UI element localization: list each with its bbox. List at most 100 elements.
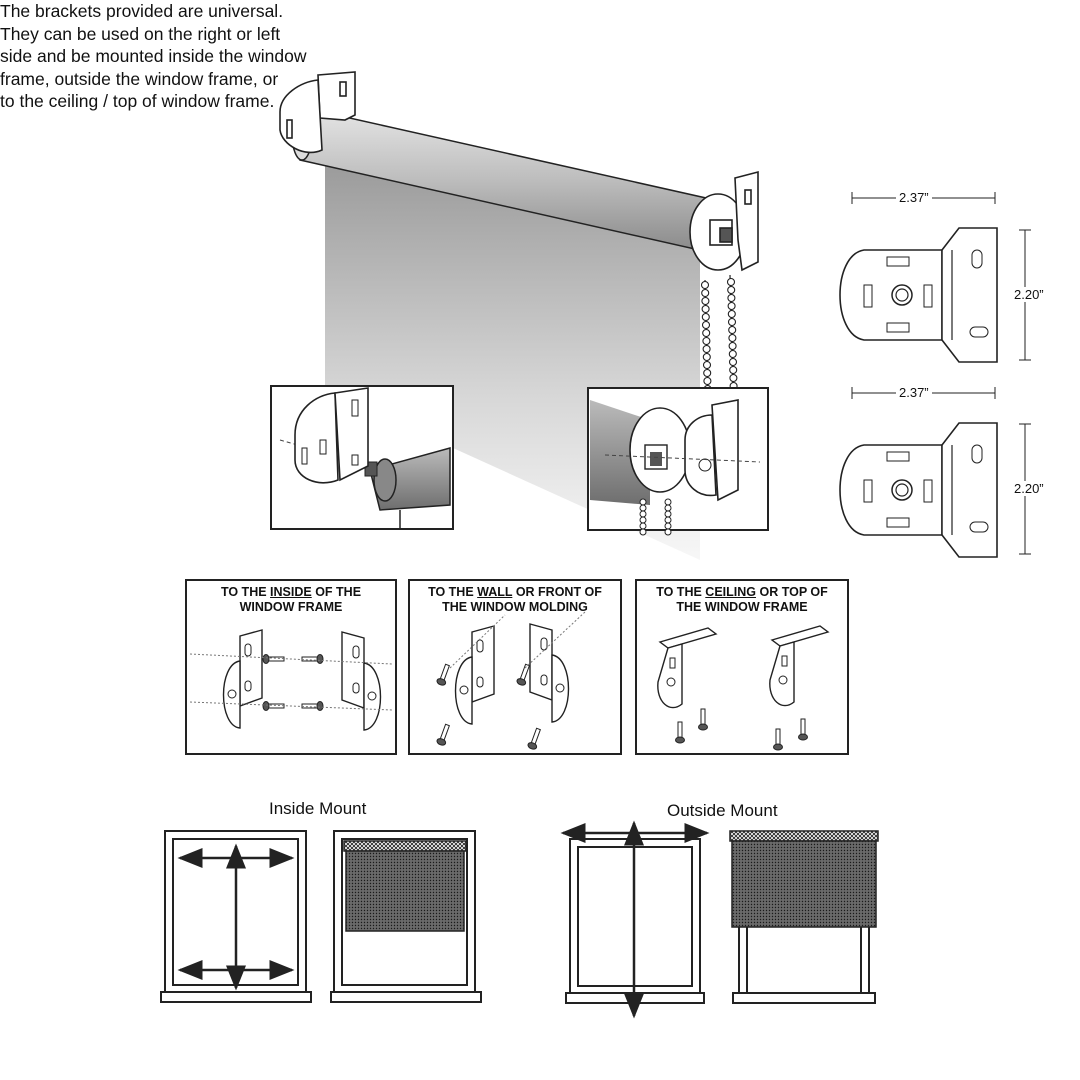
screw-icon <box>675 721 685 744</box>
bracket-face <box>839 249 943 341</box>
screw-icon <box>773 728 783 751</box>
intro-line: to the ceiling / top of window frame. <box>0 91 275 111</box>
chain-bead <box>702 328 711 338</box>
chain-bead <box>701 304 710 314</box>
screw-icon <box>798 718 808 741</box>
chain-bead <box>726 277 736 287</box>
bracket-hole <box>895 483 909 497</box>
outside-mount-label: Outside Mount <box>667 801 778 820</box>
detail-chain-beads <box>639 498 672 536</box>
shade-fabric-icon <box>345 850 465 932</box>
bracket-slot <box>971 444 983 464</box>
screw-icon <box>698 708 708 731</box>
chain-bead <box>727 317 737 327</box>
panel-title-post: OR TOP OF <box>756 585 828 599</box>
chain-bead <box>702 360 712 370</box>
top-height-label: 2.20” <box>1011 287 1047 302</box>
screw-icon <box>436 663 450 686</box>
bracket-slot <box>886 256 910 267</box>
screw-head <box>316 701 324 711</box>
bracket-slot <box>923 479 933 503</box>
chain-bead <box>703 368 712 378</box>
panel-bracket-hole <box>227 689 237 699</box>
window-sill <box>330 991 482 1003</box>
bracket-slot <box>969 521 989 533</box>
panel-bracket-slot <box>540 674 548 686</box>
guide-line <box>449 614 506 669</box>
chain-bead <box>702 344 711 354</box>
bracket-slot <box>886 322 910 333</box>
intro-line: frame, outside the window frame, or <box>0 68 279 89</box>
bracket-slot <box>969 326 989 338</box>
panel-bracket-hole <box>367 691 377 701</box>
panel-title-post: OR FRONT OF <box>512 585 602 599</box>
panel-title-pre: TO THE <box>428 585 478 599</box>
intro-line: The brackets provided are universal. <box>0 1 284 21</box>
bracket-slot <box>886 451 910 462</box>
ceiling-bracket-top <box>658 627 718 649</box>
ceiling-bracket-hole <box>666 677 676 687</box>
screw-head <box>675 736 685 744</box>
shade-fabric-icon <box>731 840 877 928</box>
chain-bead <box>701 320 711 330</box>
chain-bead <box>727 301 736 311</box>
chain-bead <box>664 528 672 536</box>
chain-bead <box>727 293 736 303</box>
bracket-face <box>839 444 943 536</box>
inside-mount-label: Inside Mount <box>269 799 367 818</box>
chain-bead <box>701 312 710 322</box>
chain-bead <box>729 373 738 383</box>
chain-bead <box>702 352 711 362</box>
panel-title-pre: TO THE <box>220 585 271 599</box>
bracket-dimension-bottom <box>839 387 1031 558</box>
panel-title-line2: THE WINDOW MOLDING <box>442 600 588 614</box>
chain-bead <box>702 336 711 346</box>
panel-bracket-slot <box>352 645 360 659</box>
screw-head <box>698 723 708 731</box>
screw-head <box>773 743 783 751</box>
chain-bead <box>728 341 737 351</box>
panel-title-pre: TO THE <box>656 585 706 599</box>
screw-icon <box>262 654 285 664</box>
ceiling-bracket-face <box>769 641 795 707</box>
ceiling-bracket-top <box>770 625 830 647</box>
panel-bracket-slot <box>244 680 252 692</box>
shade-cassette <box>343 840 467 852</box>
panel-title-line2: THE WINDOW FRAME <box>676 600 808 614</box>
screw-icon <box>436 723 450 746</box>
ceiling-bracket-face <box>657 643 683 709</box>
detail-left <box>270 385 454 530</box>
screw-icon <box>516 663 530 686</box>
panel-brackets-and-screws <box>189 611 830 751</box>
chain-bead <box>728 357 738 367</box>
panel-title-emph: CEILING <box>705 585 756 599</box>
window-sill <box>732 992 876 1004</box>
chain-bead <box>728 325 737 335</box>
screw-icon <box>301 654 324 664</box>
chain-bead <box>701 288 710 298</box>
screw-head <box>436 738 447 746</box>
panel-wall: TO THE WALL OR FRONT OF THE WINDOW MOLDI… <box>408 579 622 755</box>
panel-bracket-hole <box>555 683 565 693</box>
panel-title-post: OF THE <box>311 585 362 599</box>
panel-ceiling-title: TO THE CEILING OR TOP OF THE WINDOW FRAM… <box>637 585 847 615</box>
bottom-height-label: 2.20” <box>1011 481 1047 496</box>
chain-bead <box>729 365 738 375</box>
chain-bead <box>703 376 712 386</box>
chain-bead <box>727 285 736 295</box>
bracket-slot <box>923 284 933 308</box>
bracket-slot <box>863 284 873 308</box>
left-bracket <box>279 71 356 154</box>
chain-bead <box>728 349 737 359</box>
shade-cassette <box>729 830 879 842</box>
panel-bracket-slot <box>352 682 360 694</box>
screw-head <box>436 678 447 686</box>
ceiling-bracket-hole <box>778 675 788 685</box>
chain-bead <box>639 528 647 536</box>
guide-line <box>524 611 586 669</box>
bracket-slot <box>863 479 873 503</box>
top-width-label: 2.37” <box>896 190 932 205</box>
guide-line <box>189 653 393 665</box>
